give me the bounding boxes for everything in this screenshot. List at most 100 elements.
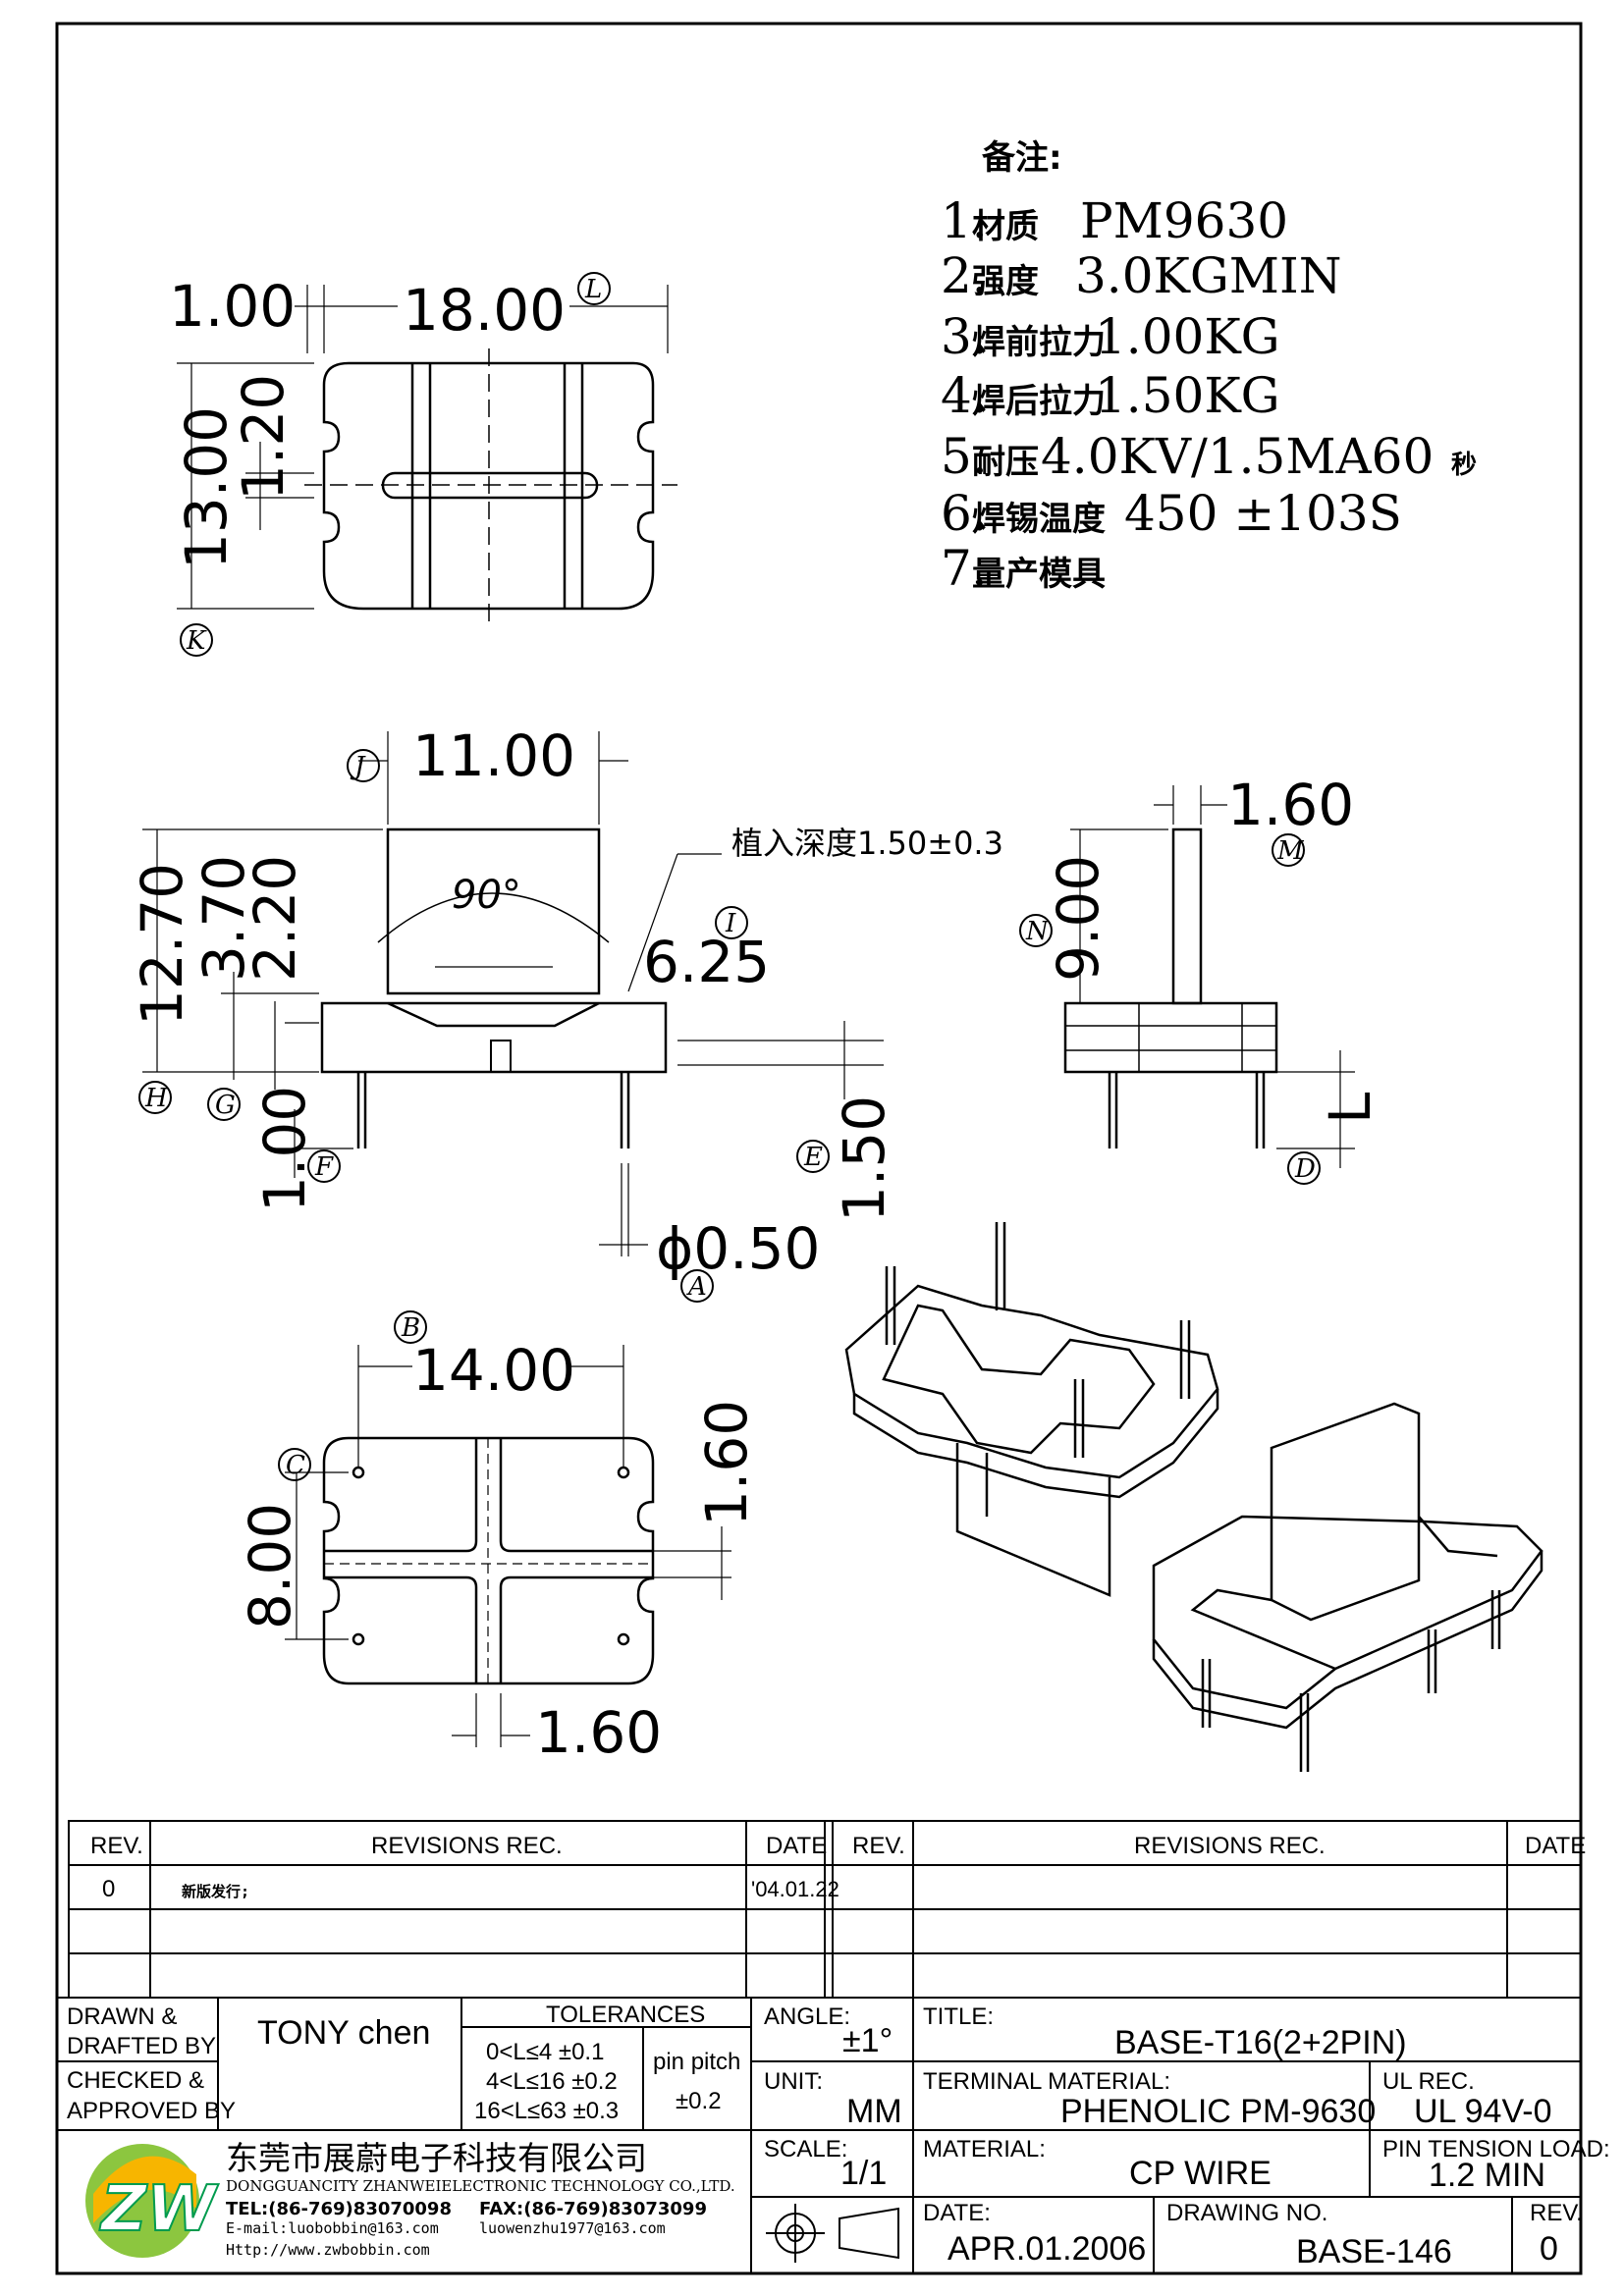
dim-3-70: 3.70 [190, 855, 257, 982]
tag-D-marker: D [1287, 1151, 1321, 1185]
projection-symbol [766, 2204, 899, 2263]
dim-6-25: 6.25 [643, 929, 770, 995]
front-view [142, 731, 884, 1256]
note-label: 材质 [972, 207, 1039, 246]
pin-pitch-label: pin pitch [653, 2049, 740, 2075]
note-4: 4. 焊后拉力 1.50KG [941, 367, 1280, 424]
note-num: 7. [941, 540, 988, 597]
material-label: MATERIAL: [923, 2136, 1046, 2163]
dim-1-50: 1.50 [831, 1095, 897, 1222]
tag-A-marker: A [680, 1269, 714, 1303]
material-value: CP WIRE [1129, 2155, 1272, 2192]
company-email: E-mail:luobobbin@163.com [226, 2219, 439, 2237]
insertion-depth-note: 植入深度1.50±0.3 [731, 825, 1003, 862]
tag-N-marker: N [1019, 914, 1053, 947]
tolerance-row-2: 4<L≤16 ±0.2 [486, 2068, 618, 2095]
tag-D-label: D [1294, 1154, 1316, 1184]
dim-1-60-right: 1.60 [693, 1400, 760, 1526]
note-label: 耐压 [972, 443, 1039, 482]
tag-G-marker: G [207, 1088, 241, 1121]
note-value: 450 ±103S [1124, 485, 1402, 542]
note-num: 1. [941, 192, 988, 249]
company-name-cn: 东莞市展蔚电子科技有限公司 [226, 2139, 647, 2177]
title-label: TITLE: [923, 2003, 994, 2030]
note-3: 3. 焊前拉力 1.00KG [941, 308, 1280, 365]
checked-label-2: APPROVED BY [67, 2098, 236, 2124]
pin-tension-label: PIN TENSION LOAD: [1382, 2136, 1610, 2163]
drawing-no-value: BASE-146 [1296, 2233, 1452, 2270]
ul-rec-value: UL 94V-0 [1414, 2093, 1552, 2130]
tag-N-label: N [1025, 917, 1050, 946]
tag-I-label: I [725, 909, 736, 938]
tag-F-marker: F [307, 1149, 341, 1183]
company-logo: ZW [85, 2144, 220, 2258]
angle-90: 90° [452, 873, 521, 918]
note-num: 4. [941, 367, 988, 424]
drawn-label-1: DRAWN & [67, 2003, 177, 2030]
tag-C-label: C [286, 1451, 305, 1480]
dim-12-70: 12.70 [129, 863, 195, 1026]
note-1: 1. 材质 PM9630 [941, 192, 1288, 249]
tag-E-label: E [803, 1143, 823, 1172]
dim-1-00: 1.00 [169, 273, 296, 340]
tag-A-label: A [686, 1272, 707, 1302]
tag-I-marker: I [715, 906, 748, 939]
tag-F-label: F [314, 1152, 334, 1182]
dim-2-20: 2.20 [242, 855, 308, 982]
note-value: PM9630 [1080, 192, 1288, 249]
tag-J-marker: J [347, 749, 380, 782]
note-6: 6. 焊锡温度 450 ±103S [941, 485, 1402, 542]
note-label: 量产模具 [972, 555, 1106, 594]
dim-pin-diameter: ϕ0.50 [656, 1215, 820, 1282]
bottom-view [285, 1345, 731, 1747]
revision-row-date: '04.01.22 [751, 1877, 839, 1901]
tag-C-marker: C [278, 1448, 311, 1481]
dim-pin-width: 1.60 [1227, 772, 1354, 838]
tolerance-row-3: 16<L≤63 ±0.3 [474, 2098, 619, 2124]
drawing-no-label: DRAWING NO. [1166, 2200, 1327, 2226]
tag-J-label: J [350, 752, 366, 781]
note-value: 1.50KG [1095, 367, 1280, 424]
company-email-2: luowenzhu1977@163.com [479, 2219, 666, 2237]
unit-label: UNIT: [764, 2068, 823, 2095]
note-label: 强度 [972, 262, 1039, 301]
notes-heading: 备注: [982, 138, 1062, 178]
dim-1-60-bottom: 1.60 [535, 1699, 662, 1766]
revisions-header-2: REVISIONS REC. [1134, 1833, 1326, 1859]
note-num: 5. [941, 428, 988, 485]
note-suffix: 秒 [1451, 451, 1477, 480]
top-view-outline [322, 361, 655, 611]
date-value: APR.01.2006 [947, 2230, 1146, 2268]
note-value: 1.00KG [1095, 308, 1280, 365]
tag-L-marker: L [577, 272, 611, 305]
tag-H-label: H [144, 1084, 169, 1113]
terminal-material-label: TERMINAL MATERIAL: [923, 2068, 1170, 2095]
rev-label: REV. [1530, 2200, 1583, 2226]
tag-L-label: L [584, 275, 602, 304]
dim-8-00: 8.00 [237, 1503, 303, 1629]
note-value: 4.0KV/1.5MA60 [1041, 428, 1434, 485]
company-website: Http://www.zwbobbin.com [226, 2241, 430, 2259]
terminal-material-value: PHENOLIC PM-9630 [1060, 2093, 1376, 2130]
checked-label-1: CHECKED & [67, 2067, 204, 2094]
tag-E-marker: E [796, 1140, 830, 1173]
rev-header: REV. [90, 1833, 143, 1859]
isometric-view-1 [844, 1222, 1219, 1597]
side-view [1063, 785, 1355, 1168]
dim-1-00-front: 1.00 [251, 1086, 318, 1212]
angle-value: ±1° [842, 2022, 893, 2059]
pin-pitch-value: ±0.2 [676, 2088, 722, 2114]
tag-M-marker: M [1272, 833, 1305, 867]
rev-header-2: REV. [852, 1833, 905, 1859]
notes-block: 备注: 1. 材质 PM9630 2. 强度 3.0KGMIN 3. 焊前拉力 … [941, 138, 1477, 597]
date-label: DATE: [923, 2200, 991, 2226]
logo-lettering: ZW [99, 2173, 219, 2246]
note-num: 3. [941, 308, 988, 365]
dim-9-00: 9.00 [1045, 855, 1111, 982]
top-view [177, 285, 677, 623]
dim-1-20: 1.20 [230, 374, 297, 501]
note-label: 焊后拉力 [972, 382, 1106, 421]
note-2: 2. 强度 3.0KGMIN [941, 247, 1342, 304]
company-name-en: DONGGUANCITY ZHANWEIELECTRONIC TECHNOLOG… [226, 2177, 735, 2195]
